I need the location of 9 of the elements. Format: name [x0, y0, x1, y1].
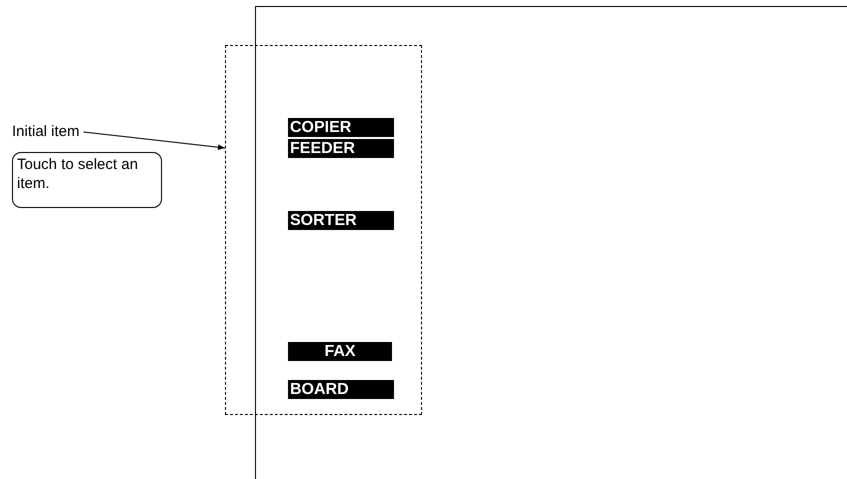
menu-key: SORTER [288, 211, 394, 230]
menu-key: BOARD [288, 380, 394, 399]
callout-box: Touch to select an item. [12, 152, 162, 208]
leader-arrow [83, 132, 226, 150]
menu-key: FEEDER [288, 139, 394, 158]
dashed-region [225, 45, 422, 415]
menu-key: FAX [288, 342, 392, 361]
callout-text: Initial item [12, 123, 80, 141]
menu-key: COPIER [288, 118, 394, 137]
